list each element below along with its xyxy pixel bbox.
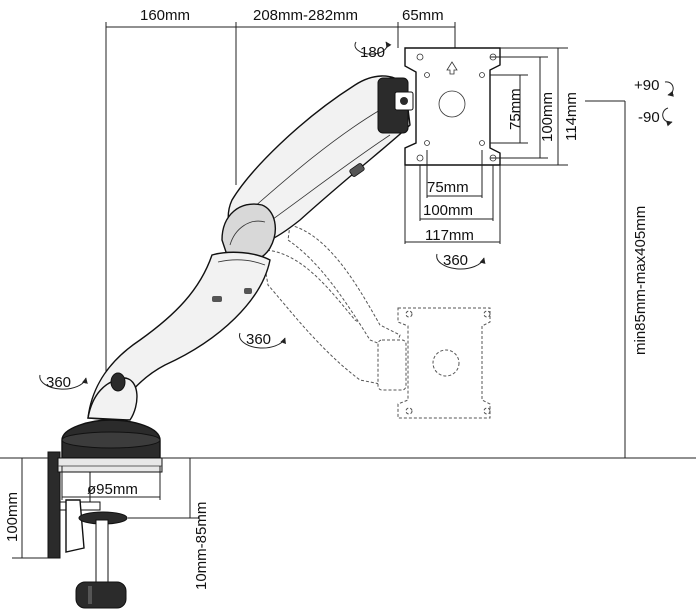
pole-diameter-label: ø95mm: [87, 481, 138, 498]
tilt-up-label: +90: [634, 77, 659, 94]
vesa-outer-h-label: 114mm: [563, 92, 580, 141]
ghost-arm-position: [261, 224, 491, 419]
vesa-mid-w-label: 100mm: [423, 202, 473, 219]
clamp-knob: [75, 581, 127, 609]
arm-rotate-label: 360: [246, 331, 271, 348]
monitor-arm: [61, 75, 414, 459]
head-rotate-label: 180: [360, 44, 385, 61]
vesa-vertical-dimensions: 114mm 100mm 75mm: [490, 47, 580, 166]
depth-head-label: 65mm: [402, 7, 444, 24]
top-dimension-group: 160mm 208mm-282mm 65mm: [105, 7, 456, 375]
clamp-dimensions: 100mm ø95mm 10mm-85mm: [4, 457, 210, 590]
base-rotate-label: 360: [46, 374, 71, 391]
vesa-plate: [404, 47, 501, 166]
clamp-height-label: 100mm: [4, 492, 21, 542]
height-dimension-group: min85mm-max405mm: [585, 100, 649, 458]
desk-thickness-label: 10mm-85mm: [193, 502, 210, 590]
desk-clamp: [47, 451, 163, 609]
vesa-rotate-label: 360: [443, 252, 468, 269]
vesa-mid-h-label: 100mm: [539, 92, 556, 142]
vesa-inner-w-label: 75mm: [427, 179, 469, 196]
vesa-horizontal-dimensions: 75mm 100mm 117mm: [404, 150, 501, 244]
vesa-outer-w-label: 117mm: [425, 227, 474, 244]
vesa-inner-h-label: 75mm: [507, 88, 524, 130]
tilt-down-label: -90: [638, 109, 660, 126]
rotation-indicators: 180 +90 -90 360 360 360: [39, 41, 674, 391]
reach-base-label: 160mm: [140, 7, 190, 24]
height-range-label: min85mm-max405mm: [632, 206, 649, 355]
reach-arm-label: 208mm-282mm: [253, 7, 358, 24]
